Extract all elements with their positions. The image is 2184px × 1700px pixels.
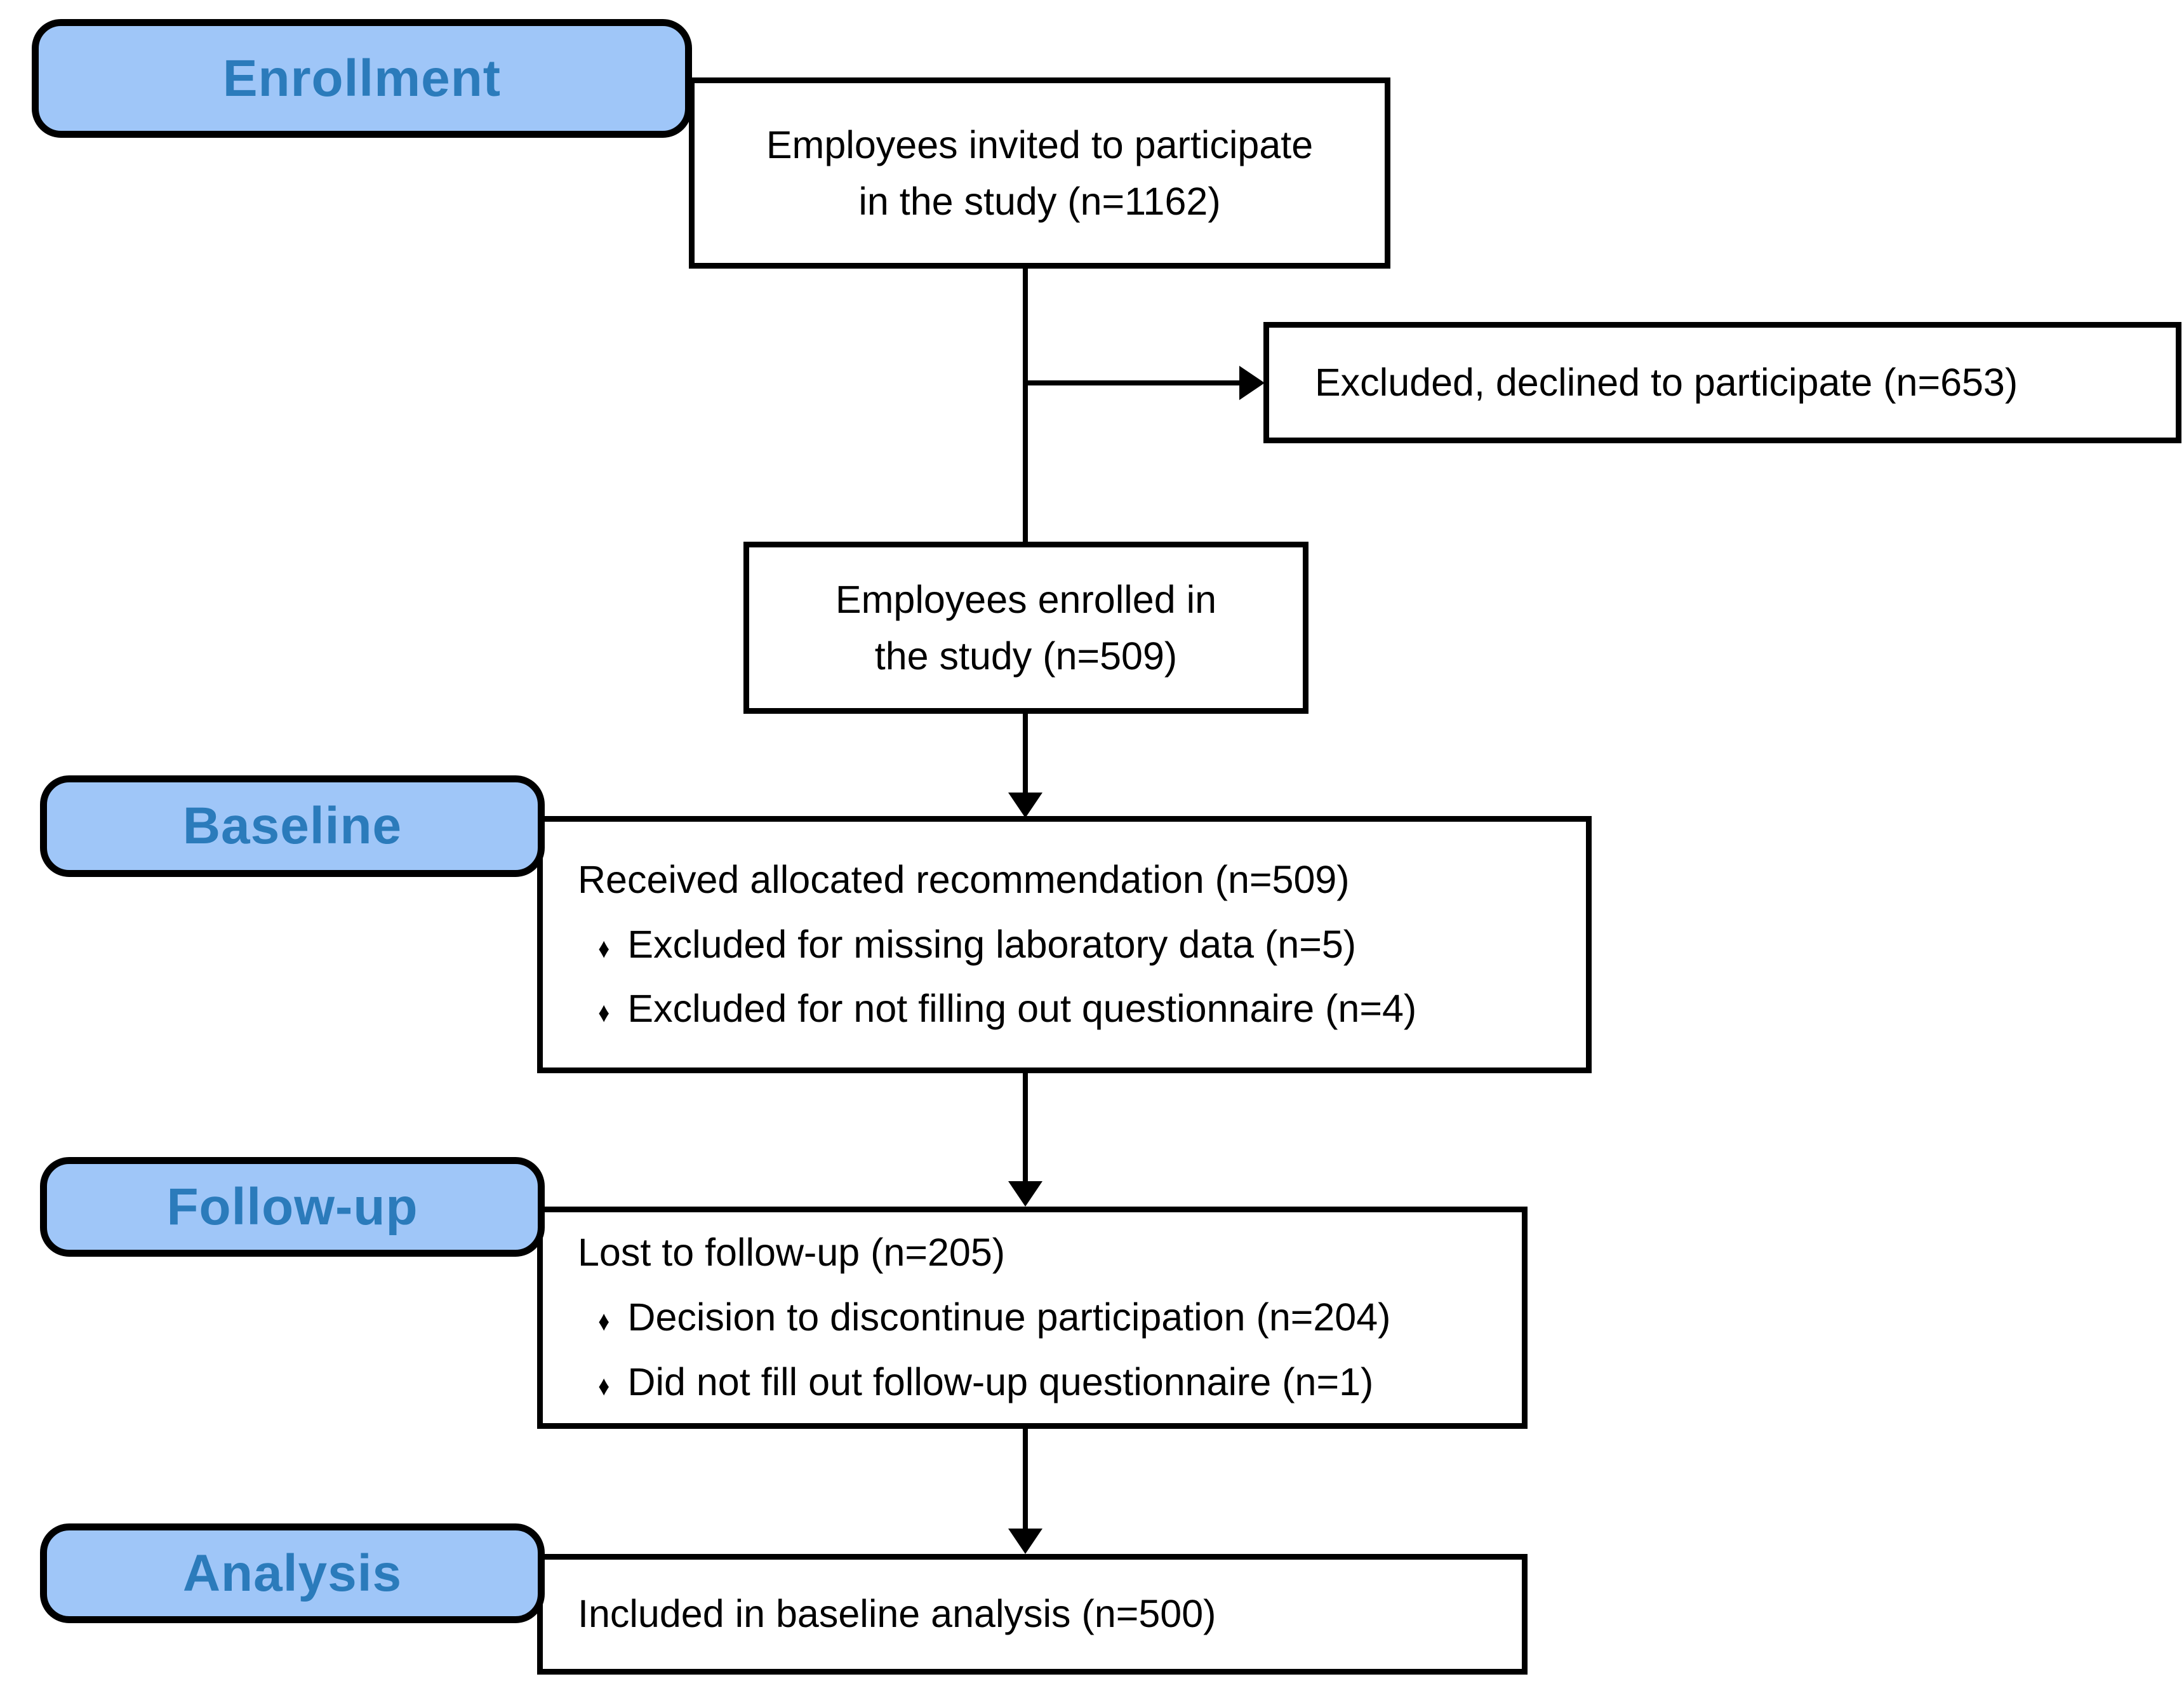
stage-label-enrollment-text: Enrollment — [222, 49, 502, 107]
node-baseline-bullet-2: Excluded for not filling out questionnai… — [627, 987, 1417, 1031]
stage-label-followup: Follow-up — [40, 1157, 545, 1257]
node-followup-bullet-2: Did not fill out follow-up questionnaire… — [627, 1360, 1374, 1403]
node-followup: Lost to follow-up (n=205) ♦ Decision to … — [537, 1207, 1528, 1429]
node-excluded-text: Excluded, declined to participate (n=653… — [1315, 360, 2018, 404]
node-followup-heading: Lost to follow-up (n=205) — [578, 1231, 1006, 1275]
node-followup-heading-row: Lost to follow-up (n=205) — [578, 1230, 1515, 1276]
node-analysis: Included in baseline analysis (n=500) — [537, 1554, 1528, 1675]
node-baseline-bullet-row-2: ♦ Excluded for not filling out questionn… — [578, 986, 1580, 1032]
node-invited-line2: in the study (n=1162) — [858, 179, 1221, 223]
node-analysis-heading: Included in baseline analysis (n=500) — [578, 1592, 1216, 1636]
diamond-bullet-icon: ♦ — [598, 932, 610, 964]
node-excluded: Excluded, declined to participate (n=653… — [1263, 322, 2181, 443]
node-baseline-heading: Received allocated recommendation (n=509… — [578, 857, 1350, 901]
stage-label-baseline: Baseline — [40, 775, 545, 877]
node-baseline-heading-row: Received allocated recommendation (n=509… — [578, 857, 1580, 903]
arrowhead-to-baseline — [1008, 793, 1042, 818]
node-baseline-bullet-row-1: ♦ Excluded for missing laboratory data (… — [578, 922, 1580, 968]
node-enrolled-line2: the study (n=509) — [874, 634, 1178, 678]
node-enrolled: Employees enrolled in the study (n=509) — [743, 542, 1308, 714]
stage-label-analysis: Analysis — [40, 1523, 545, 1623]
stage-label-analysis-text: Analysis — [182, 1544, 403, 1602]
node-followup-bullet-row-1: ♦ Decision to discontinue participation … — [578, 1295, 1515, 1341]
stage-label-enrollment: Enrollment — [32, 19, 692, 138]
node-followup-bullet-row-2: ♦ Did not fill out follow-up questionnai… — [578, 1360, 1515, 1405]
node-baseline: Received allocated recommendation (n=509… — [537, 816, 1592, 1073]
node-invited: Employees invited to participate in the … — [689, 77, 1390, 269]
stage-label-baseline-text: Baseline — [182, 797, 403, 855]
diamond-bullet-icon: ♦ — [598, 1306, 610, 1337]
arrowhead-to-followup — [1008, 1181, 1042, 1207]
arrowhead-to-excluded — [1239, 366, 1265, 400]
node-baseline-bullet-1: Excluded for missing laboratory data (n=… — [627, 922, 1357, 966]
node-followup-bullet-1: Decision to discontinue participation (n… — [627, 1295, 1391, 1339]
arrowhead-to-analysis — [1008, 1529, 1042, 1554]
node-invited-line1: Employees invited to participate — [766, 123, 1314, 167]
diamond-bullet-icon: ♦ — [598, 997, 610, 1029]
diamond-bullet-icon: ♦ — [598, 1370, 610, 1402]
node-enrolled-line1: Employees enrolled in — [835, 578, 1217, 622]
stage-label-followup-text: Follow-up — [166, 1177, 418, 1236]
